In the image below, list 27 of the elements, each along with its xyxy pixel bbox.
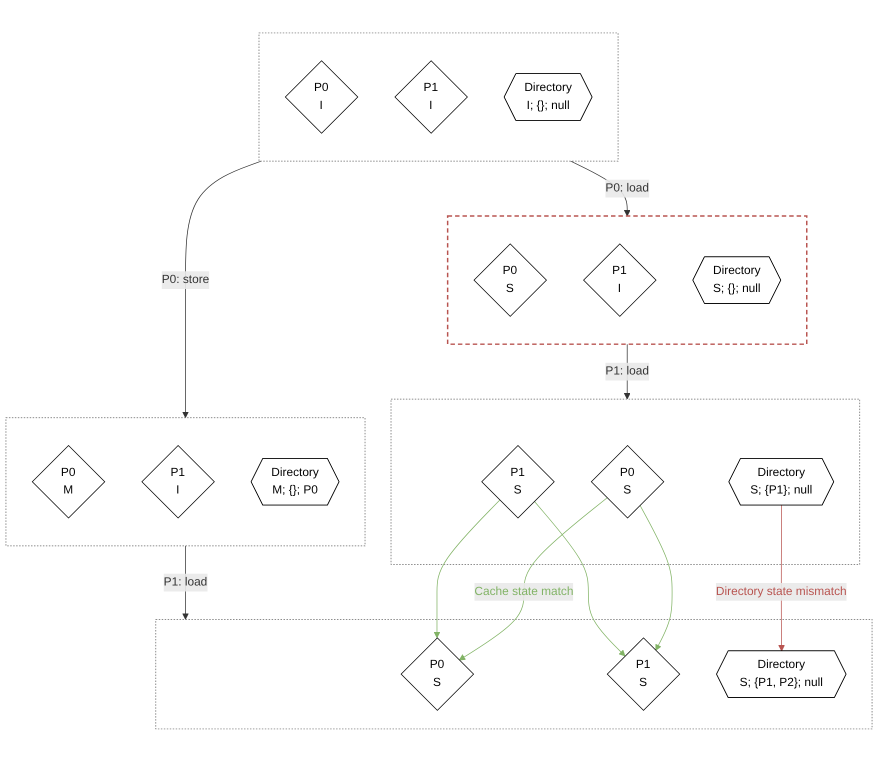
edge-label: P1: load (164, 576, 208, 589)
node-diamond (400, 637, 474, 711)
arrow (640, 504, 672, 651)
edge-label: Directory state mismatch (716, 585, 847, 598)
arrow (778, 505, 785, 652)
edge-label: P0: load (605, 182, 649, 195)
node-diamond (606, 637, 680, 711)
cluster (258, 32, 618, 162)
arrow (434, 500, 500, 638)
cluster (155, 619, 872, 730)
edge-label: P1: load (605, 365, 649, 378)
edge-label: P0: store (162, 273, 210, 286)
edge-label: Cache state match (474, 585, 574, 598)
cluster (6, 417, 366, 546)
arrow (182, 160, 262, 418)
node-diamond (481, 445, 555, 519)
arrow (534, 500, 626, 656)
node-diamond (32, 445, 106, 519)
arrow (458, 498, 608, 660)
node-diamond (473, 243, 547, 317)
node-diamond (284, 60, 358, 134)
node-diamond (141, 445, 215, 519)
node-diamond (590, 445, 664, 519)
cluster (446, 215, 808, 345)
cluster (390, 398, 860, 565)
node-diamond (583, 243, 657, 317)
node-diamond (394, 60, 468, 134)
